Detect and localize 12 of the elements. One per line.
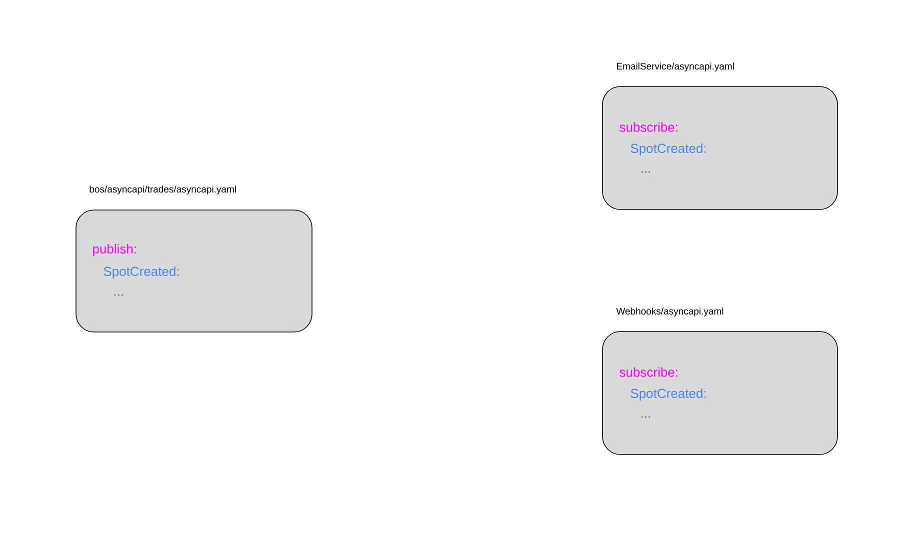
code-line: ... xyxy=(641,171,650,173)
code-line: SpotCreated: xyxy=(630,143,706,156)
code-line: subscribe: xyxy=(620,122,678,132)
code-line: publish: xyxy=(93,244,136,256)
file-path-label: Webhooks/asyncapi.yaml xyxy=(616,308,724,316)
code-line: SpotCreated: xyxy=(630,388,706,401)
code-line: SpotCreated: xyxy=(104,266,179,279)
file-path-label: EmailService/asyncapi.yaml xyxy=(617,62,734,72)
code-line: subscribe: xyxy=(620,367,678,377)
code-line: ... xyxy=(641,416,650,418)
code-line: ... xyxy=(114,294,123,296)
file-path-label: bos/asyncapi/trades/asyncapi.yaml xyxy=(90,186,236,194)
